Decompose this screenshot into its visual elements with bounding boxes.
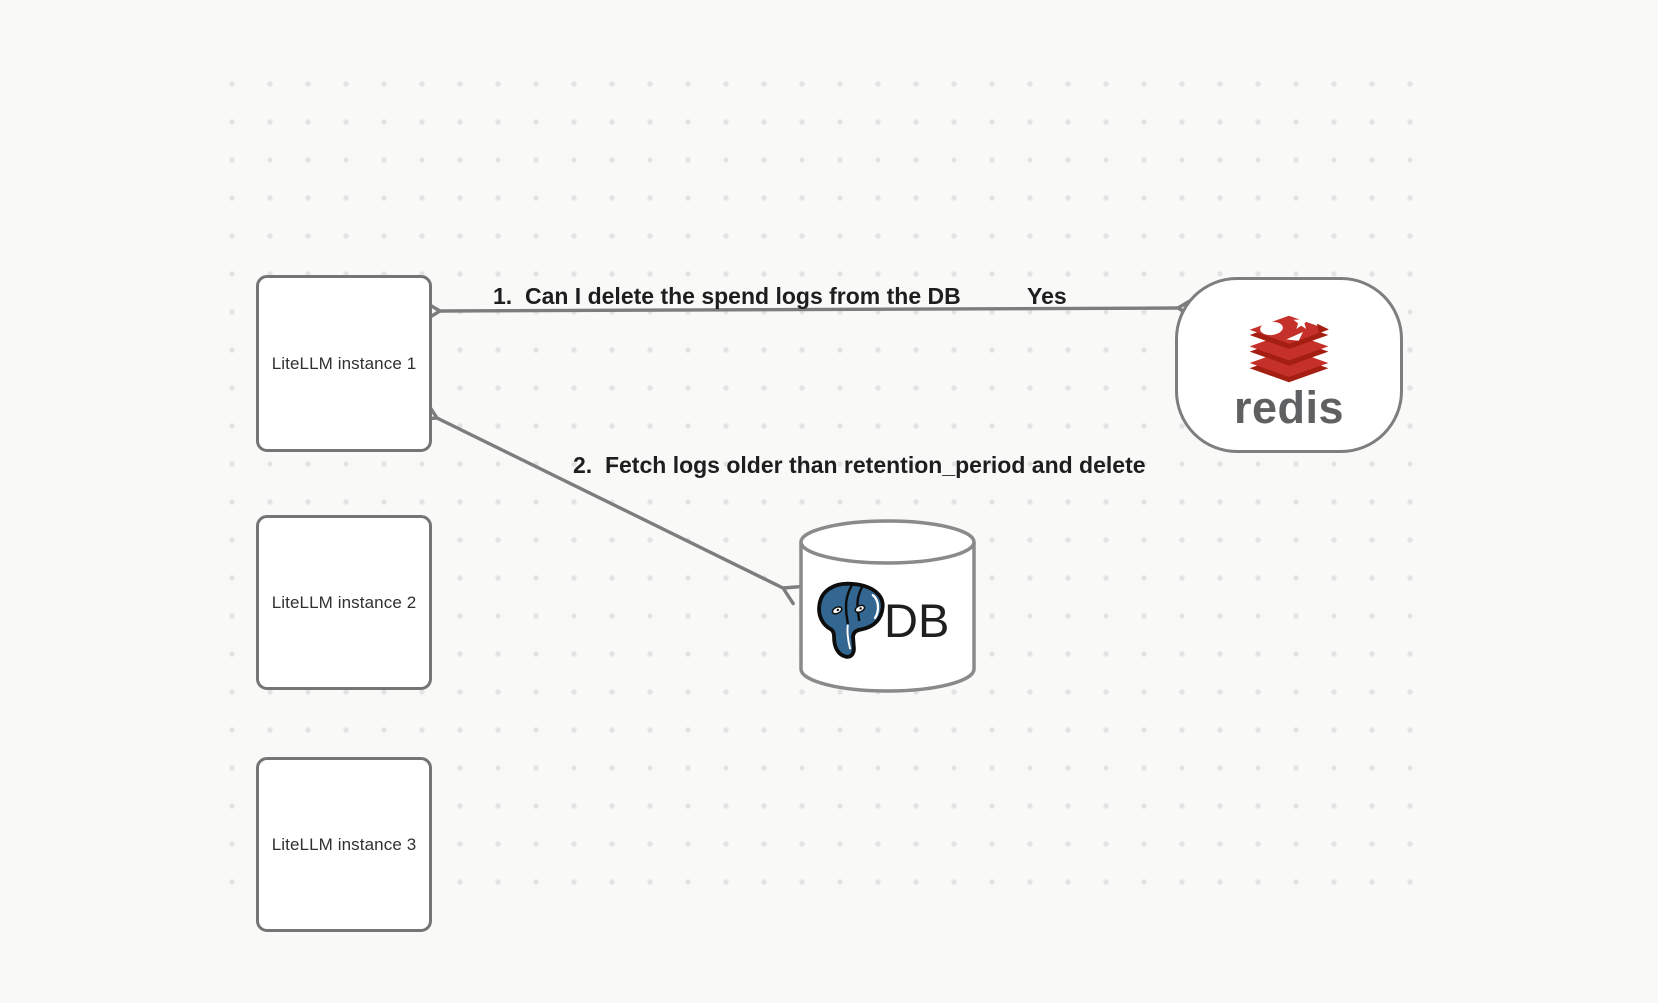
redis-wordmark: redis bbox=[1233, 382, 1345, 433]
db-label: DB bbox=[884, 594, 950, 647]
node-label: LiteLLM instance 2 bbox=[271, 592, 417, 612]
node-litellm-instance-2[interactable]: LiteLLM instance 2 bbox=[256, 515, 432, 690]
postgresql-elephant-icon bbox=[817, 581, 885, 659]
node-redis[interactable]: redis bbox=[1175, 277, 1403, 453]
arrow2-label[interactable]: 2. Fetch logs older than retention_perio… bbox=[573, 452, 1146, 478]
node-label: LiteLLM instance 3 bbox=[271, 834, 417, 854]
arrow1-label[interactable]: 1. Can I delete the spend logs from the … bbox=[493, 283, 961, 309]
node-label: LiteLLM instance 1 bbox=[271, 353, 417, 373]
redis-logo-icon bbox=[1249, 314, 1329, 383]
node-postgres-db[interactable]: DB bbox=[798, 517, 977, 694]
node-litellm-instance-3[interactable]: LiteLLM instance 3 bbox=[256, 757, 432, 932]
node-litellm-instance-1[interactable]: LiteLLM instance 1 bbox=[256, 275, 432, 452]
arrow1-answer-label[interactable]: Yes bbox=[1027, 283, 1067, 309]
